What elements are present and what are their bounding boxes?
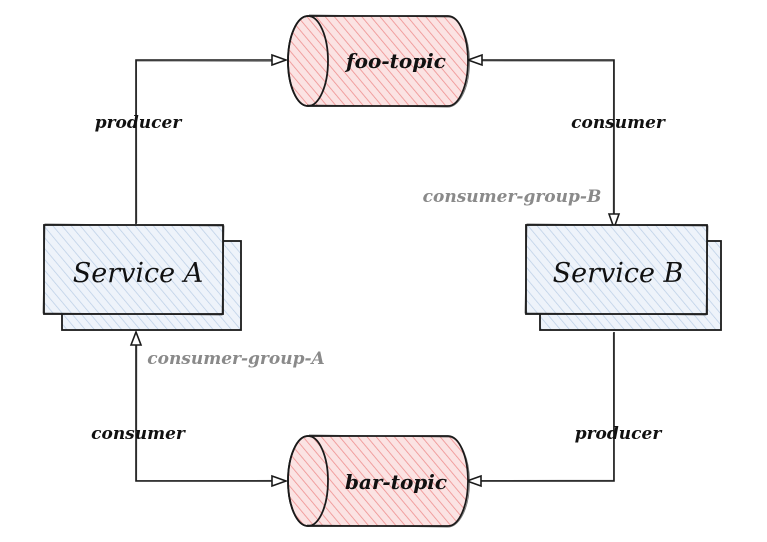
arrowhead-icon: [464, 474, 482, 488]
bar-topic-label: bar-topic: [345, 470, 447, 494]
bar-topic-node[interactable]: bar-topic: [287, 434, 470, 528]
consumer-group-a-label: consumer-group-A: [147, 349, 324, 369]
consumer-group-b-label: consumer-group-B: [423, 187, 602, 207]
edge-label-service-a-producer: producer: [95, 113, 183, 133]
service-a-node[interactable]: Service A: [42, 223, 242, 331]
edge-foo-topic-to-service-b: [465, 53, 621, 231]
service-b-node[interactable]: Service B: [524, 223, 722, 331]
edge-bar-topic-to-service-a: [129, 329, 289, 488]
edge-service-b-to-bar-topic: [464, 332, 615, 488]
arrowhead-icon: [271, 53, 289, 67]
edge-label-service-a-consumer: consumer: [91, 424, 186, 444]
arrowhead-icon: [607, 213, 621, 231]
arrowhead-icon: [271, 474, 289, 488]
edge-label-service-b-producer: producer: [575, 424, 663, 444]
service-a-label: Service A: [73, 258, 203, 289]
edge-label-service-b-consumer: consumer: [571, 113, 666, 133]
edge-service-a-to-foo-topic: [135, 53, 289, 224]
arrowhead-icon: [465, 53, 483, 67]
foo-topic-label: foo-topic: [344, 49, 446, 73]
foo-topic-node[interactable]: foo-topic: [287, 14, 470, 108]
arrowhead-icon: [129, 329, 143, 346]
service-b-label: Service B: [553, 258, 684, 289]
